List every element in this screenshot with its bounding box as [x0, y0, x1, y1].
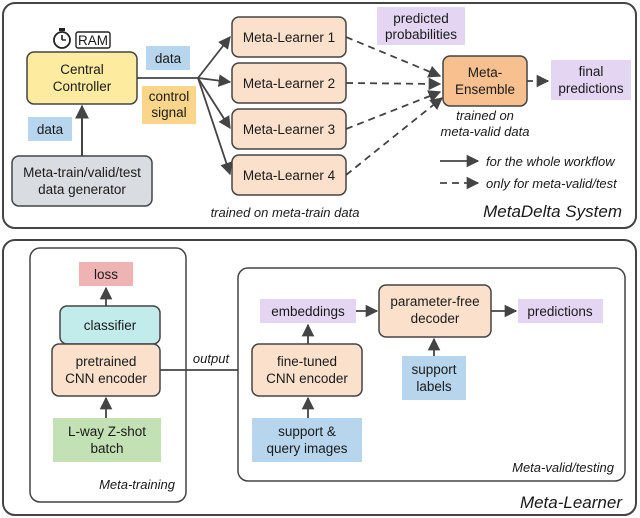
learner-to-ensemble-dashed-arrows	[345, 36, 443, 176]
decoder-label-2: decoder	[411, 311, 460, 326]
legend-dashed-label: only for meta-valid/test	[486, 176, 618, 191]
support-query-label-2: query images	[266, 441, 347, 456]
support-labels-label-1: support	[411, 362, 456, 377]
predicted-probabilities-tag	[377, 7, 465, 45]
ram-label: RAM	[78, 33, 108, 48]
data-generator-box	[11, 155, 153, 207]
predicted-probabilities-label-1: predicted	[393, 11, 449, 26]
batch-label-2: batch	[90, 441, 123, 456]
predictions-label: predictions	[527, 304, 593, 319]
classifier-label: classifier	[84, 318, 137, 333]
meta-learner-2-label: Meta-Learner 2	[243, 76, 335, 91]
meta-ensemble-label-2: Ensemble	[455, 82, 515, 97]
meta-testing-title: Meta-valid/testing	[512, 460, 615, 475]
loss-box	[79, 262, 133, 286]
decoder-label-1: parameter-free	[390, 294, 479, 309]
central-controller-box	[26, 51, 138, 105]
trained-on-valid-caption-1: trained on	[456, 108, 514, 123]
metadelta-system-title: MetaDelta System	[483, 202, 622, 221]
finetuned-encoder-label-2: CNN encoder	[266, 371, 348, 386]
predictions-tag	[518, 299, 603, 323]
trained-on-train-caption: trained on meta-train data	[211, 205, 360, 220]
batch-label-1: L-way Z-shot	[68, 424, 146, 439]
final-predictions-label-2: predictions	[558, 81, 624, 96]
meta-learner-4-label: Meta-Learner 4	[243, 168, 336, 183]
data-tag-top	[146, 46, 190, 70]
legend: for the whole workflow only for meta-val…	[440, 154, 618, 191]
finetuned-encoder-label-1: fine-tuned	[277, 354, 337, 369]
meta-training-title: Meta-training	[99, 477, 176, 492]
meta-learner-1-label: Meta-Learner 1	[243, 30, 335, 45]
embeddings-tag	[260, 299, 356, 323]
predicted-probabilities-label-2: probabilities	[385, 27, 457, 42]
batch-box	[53, 418, 161, 462]
meta-ensemble-label-1: Meta-	[468, 65, 503, 80]
data-generator-label-1: Meta-train/valid/test	[23, 165, 141, 180]
output-label: output	[193, 351, 231, 366]
pretrained-encoder-label-2: CNN encoder	[65, 371, 147, 386]
loss-label: loss	[94, 267, 118, 282]
pretrained-encoder-label-1: pretrained	[76, 354, 137, 369]
support-query-tag	[252, 418, 362, 462]
final-predictions-label-1: final	[579, 64, 604, 79]
finetuned-encoder-box	[251, 343, 363, 397]
meta-learner-3-label: Meta-Learner 3	[243, 122, 335, 137]
data-generator-label-2: data generator	[38, 182, 126, 197]
trained-on-valid-caption-2: meta-valid data	[441, 124, 530, 139]
meta-learner-title: Meta-Learner	[520, 493, 623, 512]
control-signal-label-1: control	[149, 89, 190, 104]
data-tag-left-label: data	[37, 122, 64, 137]
stopwatch-icon	[53, 28, 71, 49]
central-controller-label-2: Controller	[53, 79, 112, 94]
meta-ensemble-box	[442, 55, 528, 107]
central-controller-label-1: Central	[60, 62, 104, 77]
support-labels-label-2: labels	[416, 379, 452, 394]
legend-solid-label: for the whole workflow	[486, 154, 616, 169]
embeddings-label: embeddings	[271, 304, 345, 319]
controller-fan-arrows	[137, 36, 233, 176]
support-query-label-1: support &	[278, 424, 336, 439]
control-signal-tag	[142, 86, 196, 124]
support-labels-tag	[402, 356, 466, 400]
data-tag-left	[28, 117, 72, 141]
pretrained-encoder-box	[51, 343, 161, 397]
data-tag-top-label: data	[155, 51, 182, 66]
final-predictions-tag	[551, 60, 631, 100]
ram-chip-icon	[75, 31, 111, 49]
control-signal-label-2: signal	[151, 105, 186, 120]
